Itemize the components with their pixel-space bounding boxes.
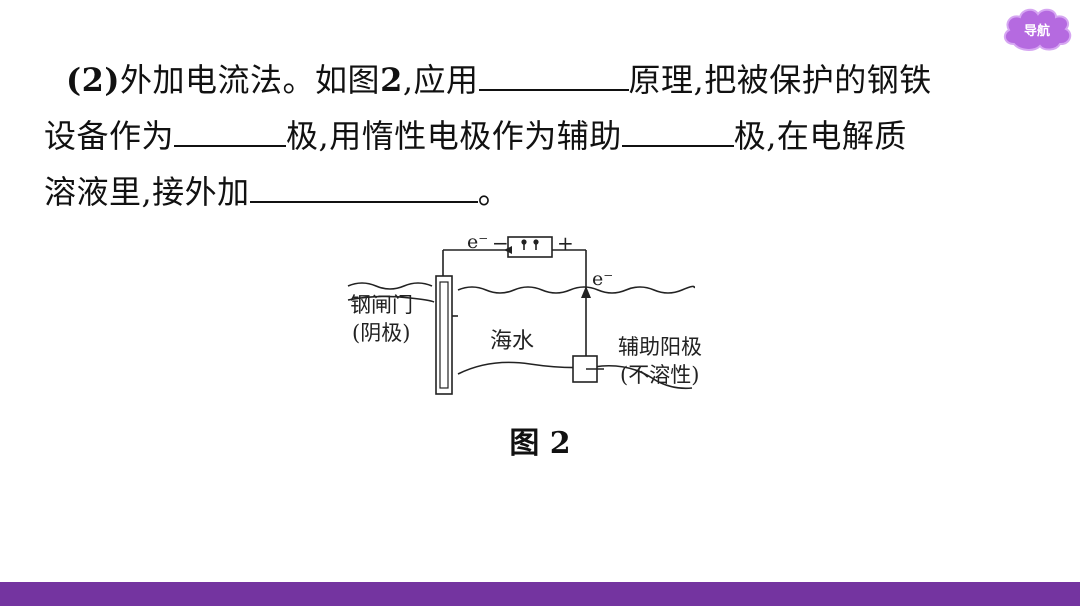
electron-label-right: e⁻ bbox=[592, 268, 613, 290]
answer-blank-external-source[interactable] bbox=[249, 167, 478, 203]
figure-ref: 2 bbox=[380, 61, 403, 99]
bottom-bar bbox=[0, 582, 1080, 606]
anode-label: 辅助阳极 bbox=[618, 335, 702, 359]
question-text: (2)外加电流法。如图2,应用 原理,把被保护的钢铁 设备作为 极,用惰性电极作为辅… bbox=[44, 52, 1054, 220]
water-surface bbox=[347, 282, 696, 294]
answer-blank-auxiliary-electrode[interactable] bbox=[621, 111, 734, 147]
text-span: 外加电流法。如图 bbox=[120, 61, 381, 99]
negative-sign: − bbox=[492, 231, 509, 255]
figure-caption: 图 2 bbox=[509, 426, 571, 461]
positive-sign: + bbox=[557, 231, 574, 255]
question-number: (2) bbox=[66, 61, 121, 99]
cathodic-protection-diagram: e⁻ − + e⁻ 钢闸门 (阴极) 海水 辅助阳极 (不溶性) bbox=[347, 231, 702, 395]
steel-gate-inner bbox=[439, 281, 449, 389]
cathode-label: (阴极) bbox=[352, 321, 410, 345]
nav-label: 导航 bbox=[1023, 23, 1050, 39]
question-line-3: 溶液里,接外加 。 bbox=[44, 164, 1054, 220]
text-span: 设备作为 bbox=[44, 117, 175, 155]
answer-blank-principle[interactable] bbox=[478, 55, 629, 91]
power-supply-icon bbox=[507, 236, 553, 258]
gate-label: 钢闸门 bbox=[350, 293, 413, 317]
sea-floor bbox=[347, 295, 693, 390]
electron-arrow-left bbox=[504, 246, 512, 254]
text-span: ,应用 bbox=[402, 61, 479, 99]
seawater-label: 海水 bbox=[490, 329, 534, 354]
terminal-dot bbox=[533, 239, 539, 245]
nav-button[interactable]: 导航 bbox=[1000, 6, 1074, 52]
text-span: 极,在电解质 bbox=[733, 117, 907, 155]
text-span: 。 bbox=[477, 173, 511, 211]
terminal-dot bbox=[521, 239, 527, 245]
question-line-2: 设备作为 极,用惰性电极作为辅助 极,在电解质 bbox=[44, 108, 1054, 164]
electron-arrow-up bbox=[581, 286, 591, 298]
text-span: 溶液里,接外加 bbox=[44, 173, 250, 211]
cloud-icon bbox=[1003, 8, 1072, 51]
insoluble-label: (不溶性) bbox=[620, 363, 699, 387]
text-span: 极,用惰性电极作为辅助 bbox=[286, 117, 622, 155]
question-line-1: (2)外加电流法。如图2,应用 原理,把被保护的钢铁 bbox=[44, 52, 1054, 108]
answer-blank-device-electrode[interactable] bbox=[174, 111, 287, 147]
electron-label-left: e⁻ bbox=[467, 231, 488, 253]
text-span: 原理,把被保护的钢铁 bbox=[628, 61, 932, 99]
